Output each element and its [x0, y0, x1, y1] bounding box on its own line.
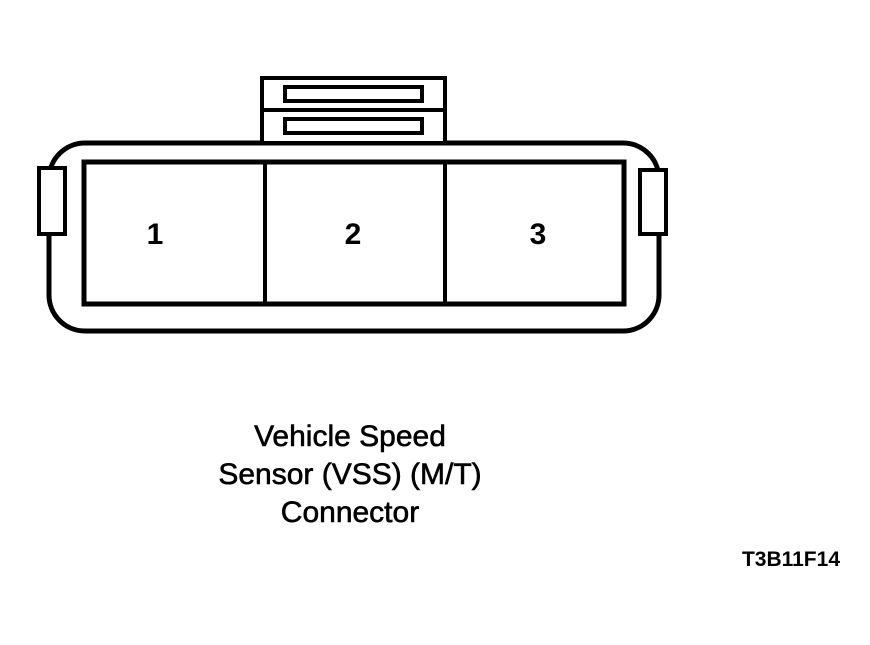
terminal-cavity-frame	[81, 159, 627, 307]
caption-line-1: Vehicle Speed	[254, 420, 446, 454]
left-latch	[37, 166, 67, 236]
figure-id-label: T3B11F14	[741, 548, 840, 571]
caption-line-2: Sensor (VSS) (M/T)	[218, 458, 482, 492]
locking-tab-slot-lower	[283, 117, 424, 135]
locking-tab-slot-upper	[283, 85, 424, 103]
caption-line-3: Connector	[280, 496, 420, 530]
diagram-caption: Vehicle Speed Sensor (VSS) (M/T) Connect…	[150, 418, 550, 532]
pin-2-label: 2	[344, 218, 362, 251]
pin-3-label: 3	[529, 218, 547, 251]
right-latch	[638, 168, 668, 236]
pin-1-label: 1	[146, 218, 164, 251]
